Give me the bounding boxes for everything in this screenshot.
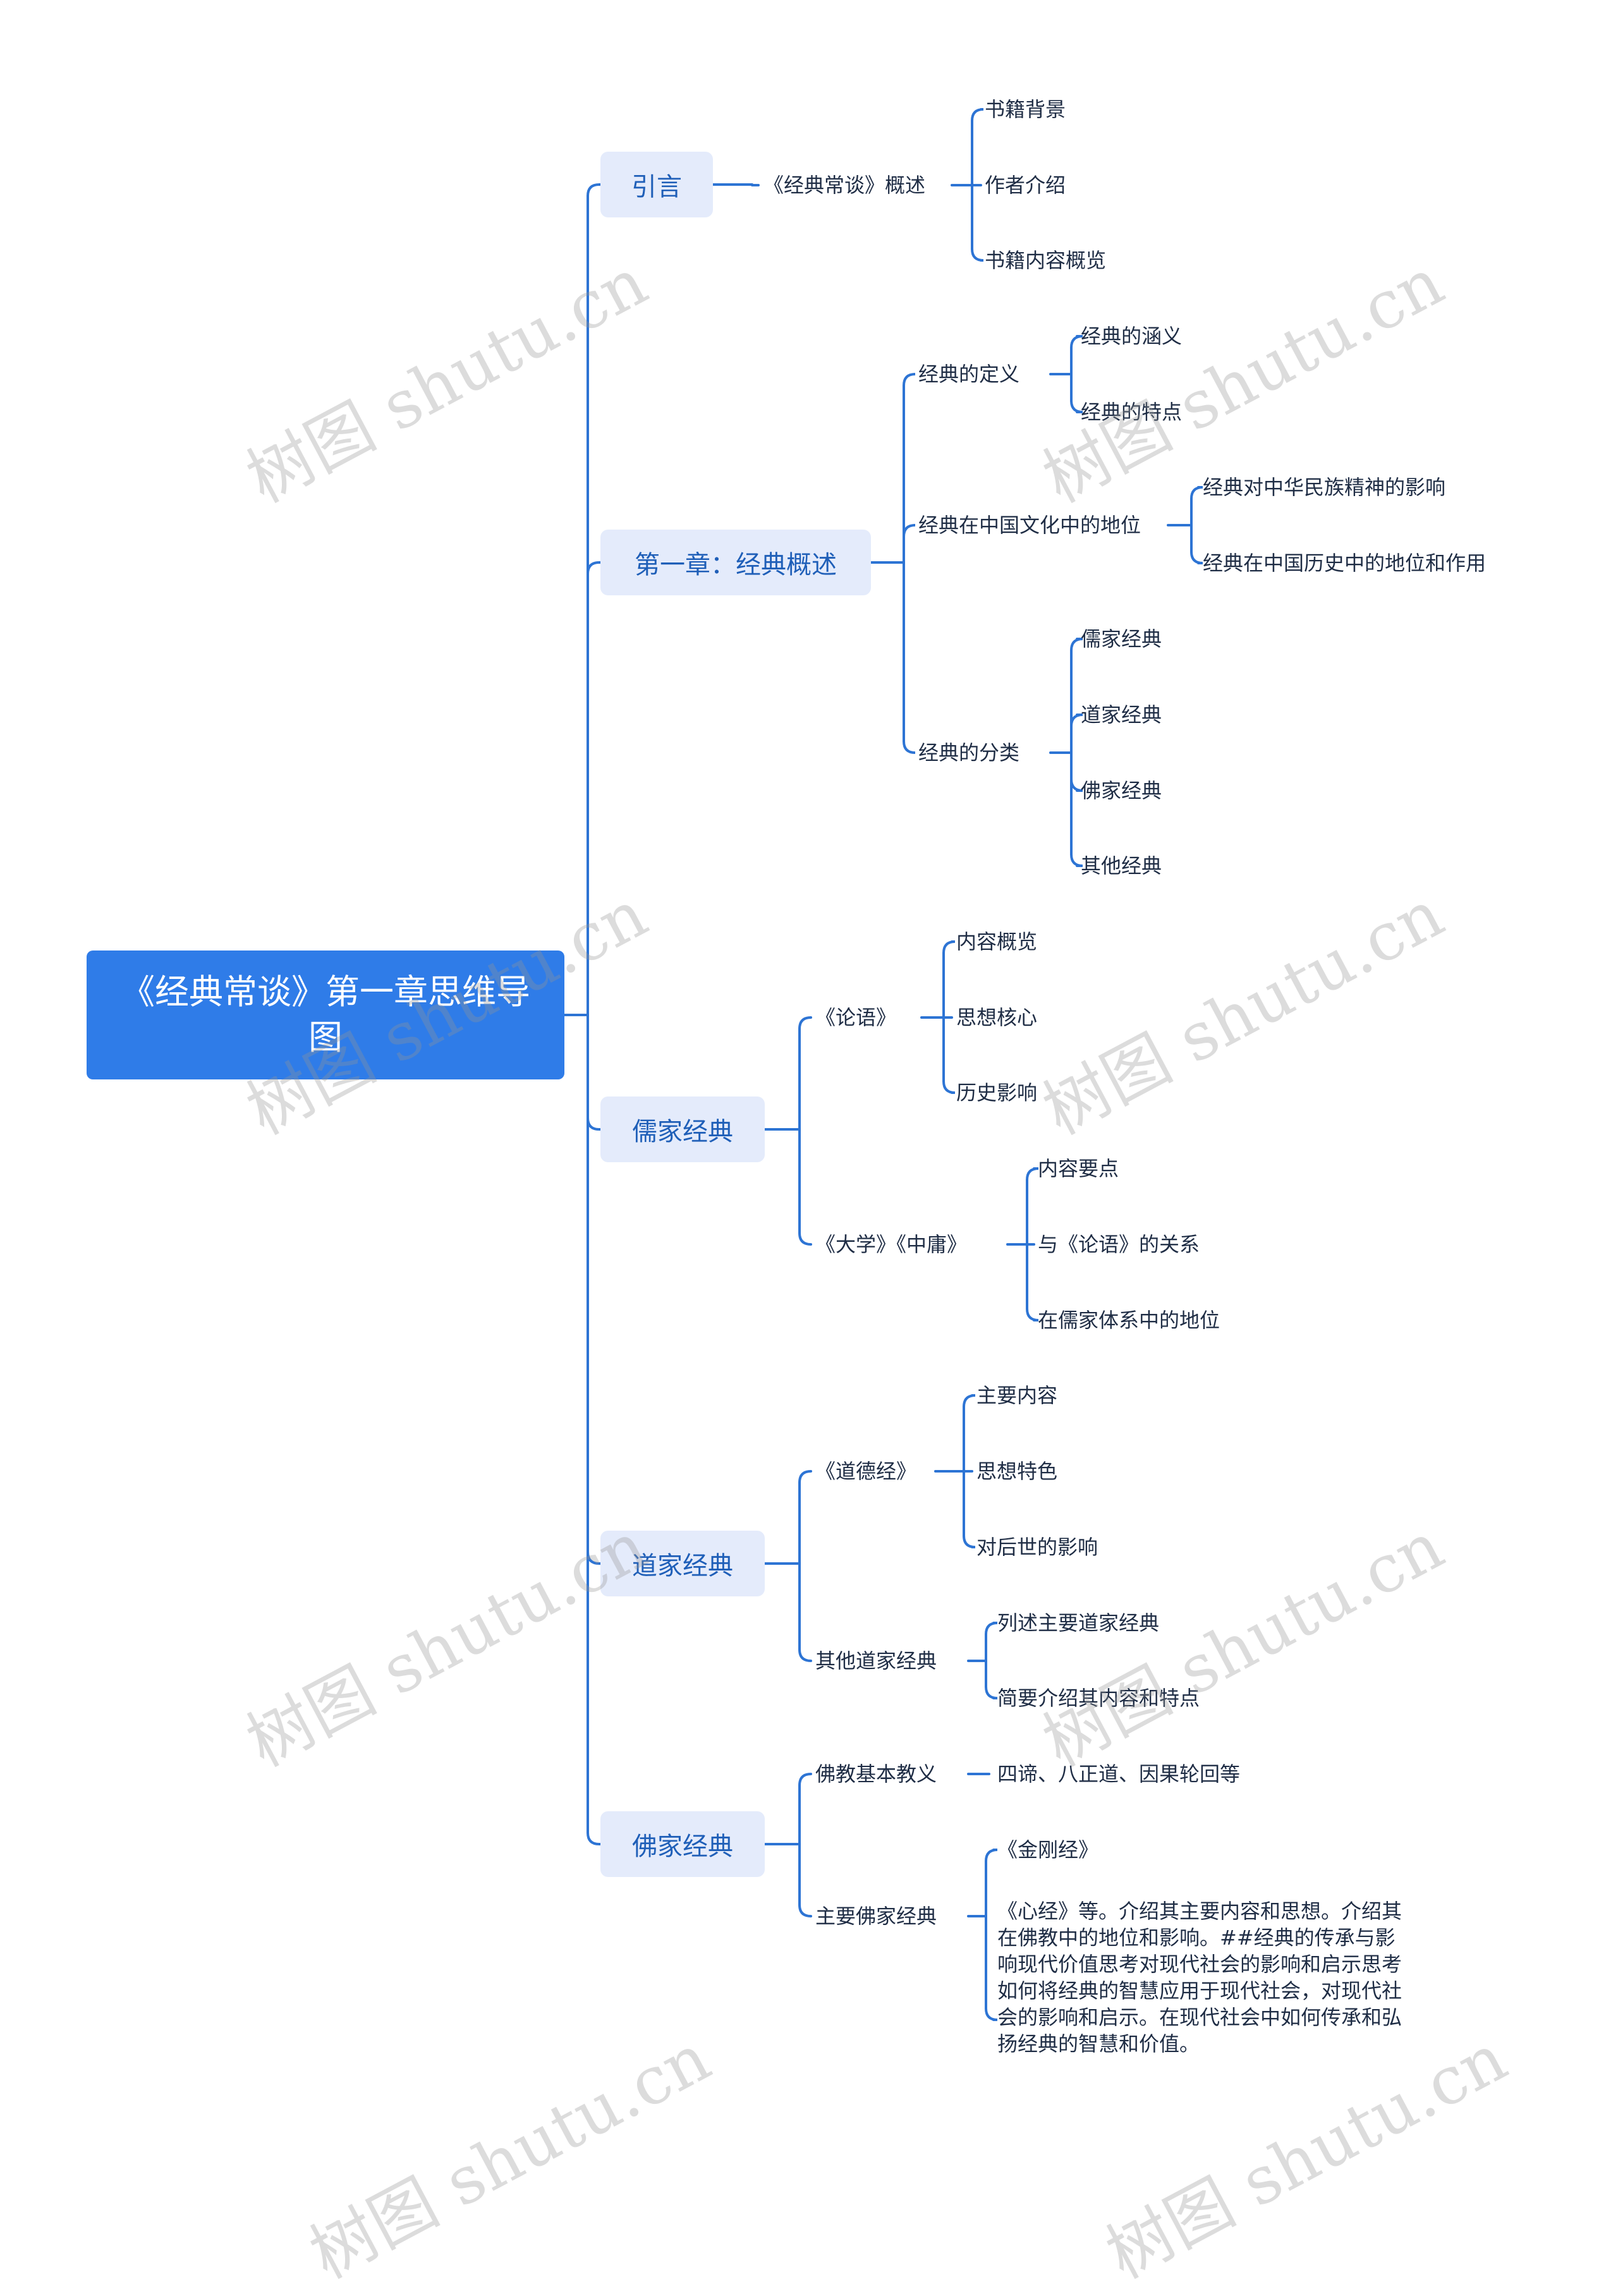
branch-confucian[interactable]: 儒家经典 bbox=[600, 1096, 765, 1162]
node-spirit-influence[interactable]: 经典对中华民族精神的影响 bbox=[1203, 475, 1446, 499]
node-heart-sutra-paragraph[interactable]: 《心经》等。介绍其主要内容和思想。介绍其在佛教中的地位和影响。##经典的传承与影… bbox=[997, 1899, 1402, 2056]
node-meaning[interactable]: 经典的涵义 bbox=[1081, 324, 1183, 348]
node-class-other[interactable]: 其他经典 bbox=[1081, 854, 1162, 878]
connector bbox=[942, 1080, 956, 1094]
node-analects-content[interactable]: 内容概览 bbox=[956, 930, 1038, 954]
node-overview[interactable]: 《经典常谈》概述 bbox=[763, 173, 926, 197]
branch-label: 儒家经典 bbox=[632, 1117, 733, 1146]
connector bbox=[587, 1831, 602, 1845]
connector bbox=[985, 1686, 998, 1699]
branch-label: 第一章：经典概述 bbox=[635, 550, 837, 580]
connector bbox=[1070, 638, 1083, 652]
connector bbox=[587, 1117, 602, 1131]
node-gl-relation[interactable]: 与《论语》的关系 bbox=[1038, 1232, 1200, 1256]
branch-taoist[interactable]: 道家经典 bbox=[600, 1531, 765, 1596]
node-definition[interactable]: 经典的定义 bbox=[918, 362, 1020, 386]
connector-lines bbox=[563, 108, 1203, 2021]
connector bbox=[985, 1622, 998, 1636]
connector bbox=[1026, 1308, 1039, 1321]
node-class-taoist[interactable]: 道家经典 bbox=[1081, 703, 1162, 727]
node-other-taoist[interactable]: 其他道家经典 bbox=[815, 1649, 937, 1673]
branch-chapter-one[interactable]: 第一章：经典概述 bbox=[600, 530, 871, 595]
connector bbox=[798, 1904, 812, 1917]
connector bbox=[1070, 399, 1083, 413]
branch-label: 佛家经典 bbox=[632, 1832, 733, 1861]
node-class-confucian[interactable]: 儒家经典 bbox=[1081, 627, 1162, 651]
connector bbox=[587, 1551, 602, 1565]
connector bbox=[798, 1773, 812, 1787]
connector bbox=[798, 1648, 812, 1662]
connector bbox=[942, 940, 956, 954]
connector bbox=[985, 1849, 998, 1862]
node-analects-core[interactable]: 思想核心 bbox=[956, 1005, 1038, 1030]
node-ddj-impact[interactable]: 对后世的影响 bbox=[976, 1535, 1098, 1559]
node-brief-taoist[interactable]: 简要介绍其内容和特点 bbox=[997, 1686, 1200, 1710]
node-author-intro[interactable]: 作者介绍 bbox=[985, 173, 1066, 197]
connector bbox=[587, 561, 602, 575]
node-class-buddhist[interactable]: 佛家经典 bbox=[1081, 779, 1162, 803]
connector bbox=[1190, 550, 1203, 564]
node-analects-impact[interactable]: 历史影响 bbox=[956, 1081, 1038, 1105]
node-ddj-content[interactable]: 主要内容 bbox=[976, 1383, 1058, 1407]
branch-label: 引言 bbox=[631, 173, 682, 202]
node-diamond-sutra[interactable]: 《金刚经》 bbox=[997, 1838, 1099, 1862]
root-label: 《经典常谈》第一章思维导图 bbox=[121, 972, 530, 1057]
node-features[interactable]: 经典的特点 bbox=[1081, 400, 1183, 424]
node-gl-status[interactable]: 在儒家体系中的地位 bbox=[1038, 1308, 1220, 1332]
connector bbox=[1070, 853, 1083, 867]
node-ddj-features[interactable]: 思想特色 bbox=[976, 1459, 1058, 1483]
node-content-overview[interactable]: 书籍内容概览 bbox=[985, 248, 1107, 272]
node-great-learning[interactable]: 《大学》《中庸》 bbox=[815, 1232, 968, 1256]
node-book-background[interactable]: 书籍背景 bbox=[985, 97, 1066, 121]
connector bbox=[971, 108, 984, 122]
branch-introduction[interactable]: 引言 bbox=[600, 152, 713, 217]
connector bbox=[1190, 486, 1203, 500]
node-analects[interactable]: 《论语》 bbox=[815, 1005, 897, 1030]
connector bbox=[1070, 335, 1083, 349]
node-main-buddhist[interactable]: 主要佛家经典 bbox=[815, 1904, 937, 1928]
connector bbox=[971, 248, 984, 262]
node-status[interactable]: 经典在中国文化中的地位 bbox=[918, 513, 1141, 537]
node-dao-de-jing[interactable]: 《道德经》 bbox=[815, 1459, 917, 1483]
node-classification[interactable]: 经典的分类 bbox=[918, 741, 1020, 765]
connector bbox=[1026, 1167, 1039, 1181]
connector bbox=[798, 1470, 812, 1484]
branch-buddhist[interactable]: 佛家经典 bbox=[600, 1811, 765, 1877]
branch-label: 道家经典 bbox=[632, 1552, 733, 1581]
connector bbox=[587, 183, 602, 197]
connector bbox=[963, 1534, 976, 1548]
node-list-taoist[interactable]: 列述主要道家经典 bbox=[997, 1611, 1160, 1635]
connector bbox=[1070, 714, 1083, 727]
connector bbox=[963, 1394, 976, 1408]
connector bbox=[798, 1016, 812, 1030]
node-history-role[interactable]: 经典在中国历史中的地位和作用 bbox=[1203, 551, 1487, 575]
connector bbox=[903, 740, 916, 754]
connector bbox=[985, 2007, 998, 2021]
node-buddhist-doctrine[interactable]: 佛教基本教义 bbox=[815, 1762, 937, 1786]
connector bbox=[1070, 778, 1083, 792]
node-gl-points[interactable]: 内容要点 bbox=[1038, 1157, 1119, 1181]
connector bbox=[798, 1232, 812, 1246]
connector bbox=[903, 373, 916, 387]
node-doctrine-detail[interactable]: 四谛、八正道、因果轮回等 bbox=[997, 1762, 1241, 1786]
connector bbox=[903, 524, 916, 538]
root-node[interactable]: 《经典常谈》第一章思维导图 bbox=[87, 951, 564, 1079]
